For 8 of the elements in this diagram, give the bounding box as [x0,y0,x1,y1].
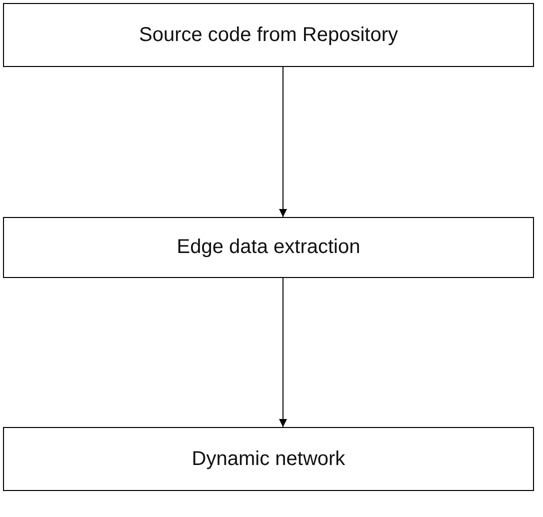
process-box [3,217,534,278]
arrow [279,66,287,218]
box-label: Edge data extraction [176,236,360,259]
arrow [279,278,287,428]
process-box [3,427,534,491]
box-label: Source code from Repository [138,24,398,46]
box-label: Dynamic network [192,448,346,470]
process-box [3,3,534,67]
